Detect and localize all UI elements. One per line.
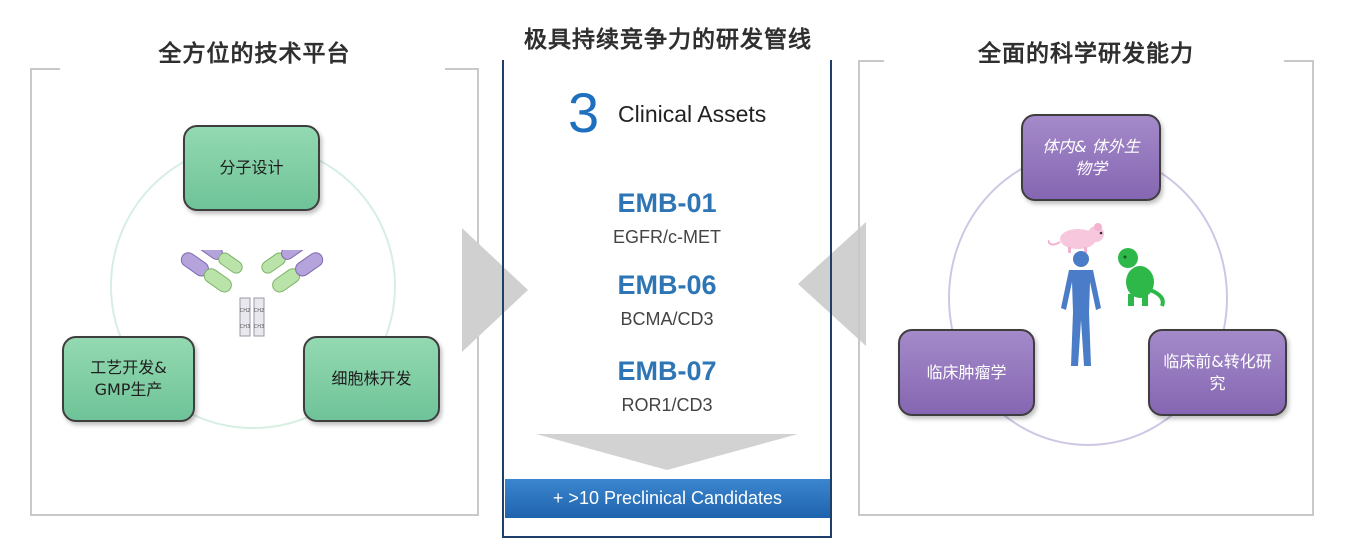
process-gmp-box: 工艺开发& GMP生产 [62, 336, 195, 422]
molecule-design-box: 分子设计 [183, 125, 320, 211]
invivo-invitro-label: 体内& 体外生 物学 [1042, 136, 1140, 178]
invivo-invitro-box: 体内& 体外生 物学 [1021, 114, 1161, 201]
clinical-count: 3 [568, 81, 600, 144]
antibody-ch2-right: CH2 [254, 308, 264, 314]
pipeline-panel [502, 60, 832, 538]
antibody-ch3-left: CH3 [240, 324, 250, 330]
right-panel-title: 全面的科学研发能力 [978, 41, 1194, 67]
translational-box: 临床前&转化研 究 [1148, 329, 1287, 416]
preclinical-banner-text: + >10 Preclinical Candidates [552, 488, 783, 508]
asset-target-1: EGFR/c-MET [613, 227, 721, 247]
translational-label: 临床前&转化研 究 [1163, 351, 1272, 393]
middle-panel-title: 极具持续竞争力的研发管线 [524, 27, 812, 53]
preclinical-banner: + >10 Preclinical Candidates [505, 479, 830, 518]
asset-name-1: EMB-01 [617, 188, 717, 218]
left-title-gap [60, 55, 445, 80]
human-figure-icon [1061, 251, 1101, 366]
process-gmp-label: 工艺开发& GMP生产 [90, 358, 167, 399]
left-arrow-right [462, 228, 528, 352]
right-arrow-left [798, 222, 866, 346]
antibody-icon: CH2 CH3 CH2 CH3 [180, 250, 324, 337]
cell-line-label: 细胞株开发 [331, 369, 412, 388]
asset-target-3: ROR1/CD3 [621, 395, 713, 415]
mouse-icon [1048, 223, 1104, 253]
pipeline-down-arrow [536, 434, 798, 470]
antibody-ch2-left: CH2 [240, 308, 250, 314]
molecule-design-label: 分子设计 [219, 158, 284, 177]
right-title-gap [884, 48, 1284, 73]
antibody-ch3-right: CH3 [254, 324, 264, 330]
cell-line-box: 细胞株开发 [303, 336, 440, 422]
monkey-icon [1118, 248, 1165, 307]
asset-target-2: BCMA/CD3 [620, 309, 714, 329]
clinical-oncology-box: 临床肿瘤学 [898, 329, 1035, 416]
asset-name-3: EMB-07 [617, 356, 717, 386]
clinical-oncology-label: 临床肿瘤学 [926, 362, 1007, 382]
clinical-count-label: Clinical Assets [618, 101, 767, 127]
asset-name-2: EMB-06 [617, 270, 717, 300]
left-panel-title: 全方位的技术平台 [158, 41, 351, 67]
